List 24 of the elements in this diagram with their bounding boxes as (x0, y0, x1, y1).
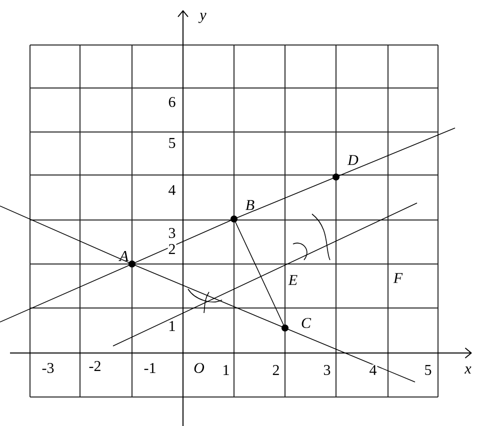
origin-label: O (193, 362, 205, 374)
tick-label: -1 (143, 362, 157, 374)
tick-label: 6 (168, 96, 176, 108)
axis-label: x (464, 366, 472, 374)
line-segment (234, 218, 286, 328)
tick-label: 3 (322, 364, 332, 376)
tick-label: 5 (424, 364, 432, 376)
tick-label: -3 (41, 362, 55, 374)
point-label: B (246, 200, 254, 210)
point-label: F (392, 272, 404, 284)
axis-label: y (198, 12, 207, 24)
tick-label: 5 (168, 138, 176, 148)
tick-label: -2 (88, 360, 102, 372)
tick-label: 4 (168, 184, 176, 196)
tick-label: 2 (168, 244, 176, 254)
point-label: A (118, 251, 129, 261)
tick-label: 2 (272, 364, 280, 376)
point-label: E (288, 274, 298, 286)
tick-label: 3 (168, 227, 176, 239)
tick-label: 1 (222, 364, 230, 376)
point-label: D (347, 155, 358, 165)
tick-label: 4 (368, 364, 378, 376)
tick-label: 1 (168, 320, 176, 332)
point-label: C (302, 318, 312, 328)
